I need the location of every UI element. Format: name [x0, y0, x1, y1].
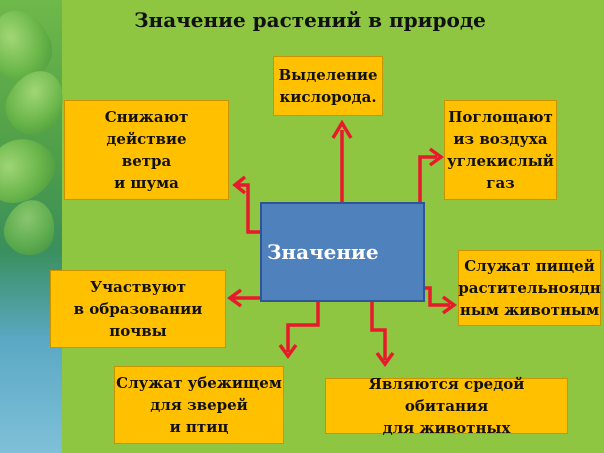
box-shelter: Служат убежищем для зверей и птиц: [114, 366, 284, 444]
arrowhead-middle-left: [227, 288, 243, 308]
arrowhead-bottom-left: [278, 343, 298, 359]
box-co2: Поглощают из воздуха углекислый газ: [444, 100, 557, 200]
arrow-to-bottom-left: [286, 285, 320, 352]
box-wind-noise: Снижают действие ветра и шума: [64, 100, 229, 200]
arrow-to-bottom-right: [370, 300, 387, 360]
box-habitat: Являются средой обитания для животных: [325, 375, 568, 437]
arrowhead-middle-right: [441, 295, 457, 315]
arrowhead-top-right: [428, 147, 444, 167]
box-soil: Участвуют в образовании почвы: [50, 270, 226, 348]
arrowhead-top-left: [232, 175, 247, 195]
box-food: Служат пищей растительноядн ным животным: [458, 250, 601, 326]
arrowhead-top: [331, 119, 353, 139]
box-oxygen: Выделение кислорода.: [273, 56, 383, 116]
center-node: Значение: [260, 202, 425, 302]
slide-title: Значение растений в природе: [134, 8, 486, 32]
arrowhead-bottom-right: [375, 351, 395, 367]
